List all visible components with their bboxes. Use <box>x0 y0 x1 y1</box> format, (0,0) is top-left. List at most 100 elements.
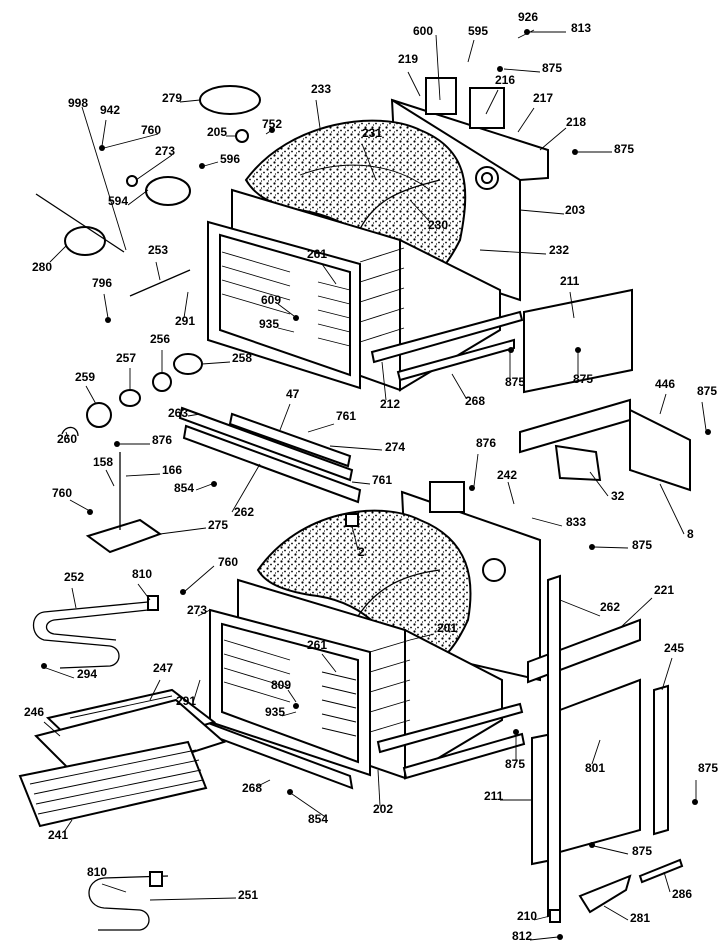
screw-876b <box>114 441 120 447</box>
rail-262 <box>547 574 561 918</box>
part-callout-273: 273 <box>187 603 207 617</box>
knob-205 <box>235 129 249 143</box>
part-callout-221: 221 <box>654 583 674 597</box>
clip-260 <box>61 426 79 437</box>
part-callout-261: 261 <box>307 247 327 261</box>
hinge-281 <box>578 874 632 914</box>
lower-rear-knob <box>482 558 506 582</box>
part-callout-286: 286 <box>672 887 692 901</box>
rod-253 <box>129 269 191 297</box>
screw-875e <box>705 429 711 435</box>
part-callout-8: 8 <box>687 527 694 541</box>
screw-809 <box>293 703 299 709</box>
upper-rear-knob-center <box>481 172 493 184</box>
screw-875d <box>575 347 581 353</box>
part-callout-273: 273 <box>155 144 175 158</box>
screw-875 <box>572 149 578 155</box>
panel-221 <box>527 618 641 684</box>
part-callout-260: 260 <box>57 432 77 446</box>
part-callout-854: 854 <box>308 812 328 826</box>
bottom-left-parts <box>18 595 226 931</box>
screw-760 <box>87 509 93 515</box>
part-callout-875: 875 <box>505 375 525 389</box>
leader-lines <box>43 29 707 941</box>
clip-210 <box>549 909 561 923</box>
grommet-273 <box>126 175 138 187</box>
part-callout-268: 268 <box>465 394 485 408</box>
upper-vent-box <box>425 77 457 115</box>
part-callout-211: 211 <box>484 789 504 803</box>
part-callout-242: 242 <box>497 468 517 482</box>
part-callout-230: 230 <box>428 218 448 232</box>
part-callout-875: 875 <box>697 384 717 398</box>
part-callout-258: 258 <box>232 351 252 365</box>
part-callout-217: 217 <box>533 91 553 105</box>
part-callout-291: 291 <box>176 694 196 708</box>
lower-insulation-blanket <box>256 509 472 677</box>
screw-942 <box>99 145 105 151</box>
panel-446-top <box>519 398 631 454</box>
part-callout-875: 875 <box>573 372 593 386</box>
part-callout-600: 600 <box>413 24 433 38</box>
part-callout-47: 47 <box>286 387 300 401</box>
cover-279 <box>199 85 261 115</box>
screw-813 <box>524 29 530 35</box>
part-callout-875: 875 <box>632 844 652 858</box>
part-callout-253: 253 <box>148 243 168 257</box>
part-callout-752: 752 <box>262 117 282 131</box>
part-callout-280: 280 <box>32 260 52 274</box>
part-callout-251: 251 <box>238 888 258 902</box>
element-32 <box>554 444 602 482</box>
switch-257 <box>119 389 141 407</box>
rack-wires <box>29 749 204 815</box>
part-callout-263: 263 <box>168 406 188 420</box>
part-callout-212: 212 <box>380 397 400 411</box>
part-callout-760: 760 <box>52 486 72 500</box>
screw-796 <box>105 317 111 323</box>
part-callout-760: 760 <box>218 555 238 569</box>
left-parts <box>35 85 261 554</box>
knob-259 <box>86 402 112 428</box>
panel-211-upper <box>523 288 633 394</box>
screw-294 <box>41 663 47 669</box>
spring-286 <box>638 858 684 884</box>
part-callout-211: 211 <box>560 274 580 288</box>
screw-596 <box>199 163 205 169</box>
part-callout-926: 926 <box>518 10 538 24</box>
part-callout-231: 231 <box>362 126 382 140</box>
broil-element-252 <box>32 601 149 669</box>
terminal-block-810b <box>149 871 163 887</box>
part-callout-241: 241 <box>48 828 68 842</box>
upper-insulation-fold <box>299 164 431 191</box>
lower-cavity-side-right <box>404 628 503 780</box>
upper-vent-box-2 <box>469 87 505 129</box>
upper-oven-assembly <box>207 77 549 392</box>
part-callout-203: 203 <box>565 203 585 217</box>
probe-wire-280 <box>35 193 125 253</box>
part-callout-262: 262 <box>600 600 620 614</box>
part-callout-875: 875 <box>632 538 652 552</box>
part-callout-761: 761 <box>336 409 356 423</box>
part-callout-158: 158 <box>93 455 113 469</box>
bracket-275 <box>85 518 163 554</box>
bracket-2 <box>345 513 359 527</box>
upper-trim-strip-212 <box>370 310 524 364</box>
part-callout-256: 256 <box>150 332 170 346</box>
part-callout-216: 216 <box>495 73 515 87</box>
part-callout-281: 281 <box>630 911 650 925</box>
part-callout-942: 942 <box>100 103 120 117</box>
part-callout-218: 218 <box>566 115 586 129</box>
upper-trim-strip-268 <box>396 338 515 382</box>
middle-parts <box>178 288 691 923</box>
part-callout-246: 246 <box>24 705 44 719</box>
part-callout-833: 833 <box>566 515 586 529</box>
part-callout-810: 810 <box>87 865 107 879</box>
part-callout-202: 202 <box>373 802 393 816</box>
screws <box>41 29 711 940</box>
part-callout-210: 210 <box>517 909 537 923</box>
sensor-coil-594 <box>145 176 191 206</box>
part-callout-875: 875 <box>614 142 634 156</box>
part-callout-166: 166 <box>162 463 182 477</box>
part-callout-268: 268 <box>242 781 262 795</box>
